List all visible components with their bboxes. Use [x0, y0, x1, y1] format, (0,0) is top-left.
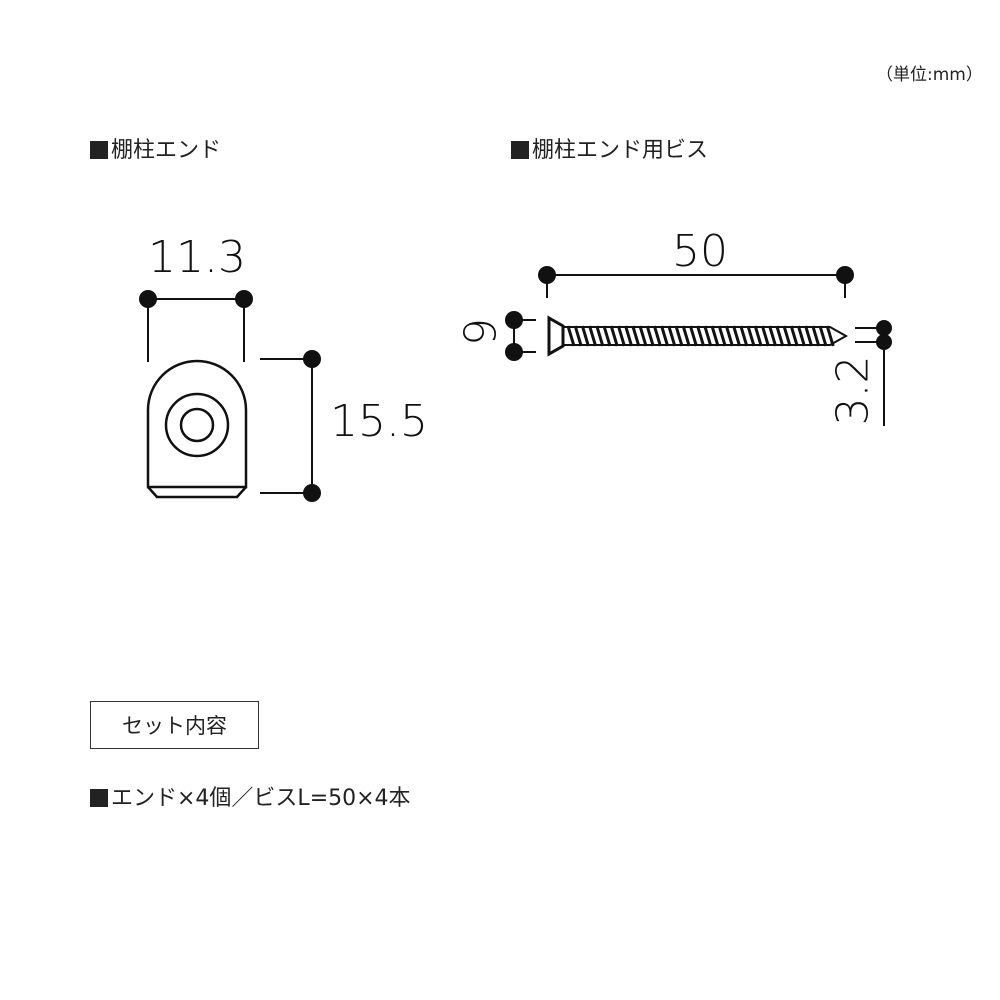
part2-heading: 棚柱エンド用ビス: [511, 132, 708, 164]
set-contents: エンド×4個／ビスL=50×4本: [90, 780, 411, 812]
screw-thread: [573, 325, 583, 347]
screw-thread: [602, 325, 612, 347]
screw-thread: [566, 325, 576, 347]
screw-thread: [660, 325, 670, 347]
screw-thread: [652, 325, 662, 347]
part1-heading: 棚柱エンド: [90, 132, 221, 164]
screw-thread: [804, 325, 814, 347]
length-label: 50: [672, 226, 728, 277]
screw-thread: [753, 325, 763, 347]
screw-thread: [782, 325, 792, 347]
screw-thread: [746, 325, 756, 347]
screw-thread: [674, 325, 684, 347]
screw-thread: [775, 325, 785, 347]
screw-drawing: [547, 315, 849, 357]
screw-thread: [710, 325, 720, 347]
dimension-6: [505, 311, 536, 361]
screw-thread: [768, 325, 778, 347]
square-bullet-icon: [90, 141, 108, 159]
unit-note: （単位:mm）: [876, 65, 983, 85]
screw-thread: [825, 325, 835, 347]
screw-thread: [717, 325, 727, 347]
dimension-11-3: [139, 290, 253, 362]
screw-thread: [739, 325, 749, 347]
square-bullet-icon: [90, 789, 108, 807]
screw-thread: [796, 325, 806, 347]
dimension-15-5: [260, 350, 321, 502]
part1-title: 棚柱エンド: [111, 138, 222, 163]
screw-thread: [588, 325, 598, 347]
screw-thread: [811, 325, 821, 347]
dimension-50: [538, 266, 854, 298]
screw-thread: [724, 325, 734, 347]
part2-title: 棚柱エンド用ビス: [532, 138, 709, 163]
height-label: 15.5: [330, 396, 428, 447]
screw-thread: [616, 325, 626, 347]
screw-thread: [595, 325, 605, 347]
screw-thread: [760, 325, 770, 347]
width-label: 11.3: [148, 232, 246, 283]
screw-thread: [732, 325, 742, 347]
screw-thread: [638, 325, 648, 347]
screw-thread: [681, 325, 691, 347]
dimension-3-2: [855, 320, 892, 426]
screw-thread: [789, 325, 799, 347]
screw-thread: [609, 325, 619, 347]
screw-thread: [703, 325, 713, 347]
screw-thread: [631, 325, 641, 347]
shank-label: 3.2: [827, 355, 879, 426]
set-contents-label: セット内容: [90, 701, 259, 749]
screw-thread: [818, 325, 828, 347]
end-cap-drawing: [146, 359, 248, 499]
screw-thread: [688, 325, 698, 347]
set-contents-text: エンド×4個／ビスL=50×4本: [111, 786, 411, 811]
screw-thread: [645, 325, 655, 347]
screw-thread: [580, 325, 590, 347]
screw-thread: [624, 325, 634, 347]
screw-thread: [667, 325, 677, 347]
square-bullet-icon: [511, 141, 529, 159]
head-label: 6: [452, 317, 504, 346]
screw-thread: [696, 325, 706, 347]
